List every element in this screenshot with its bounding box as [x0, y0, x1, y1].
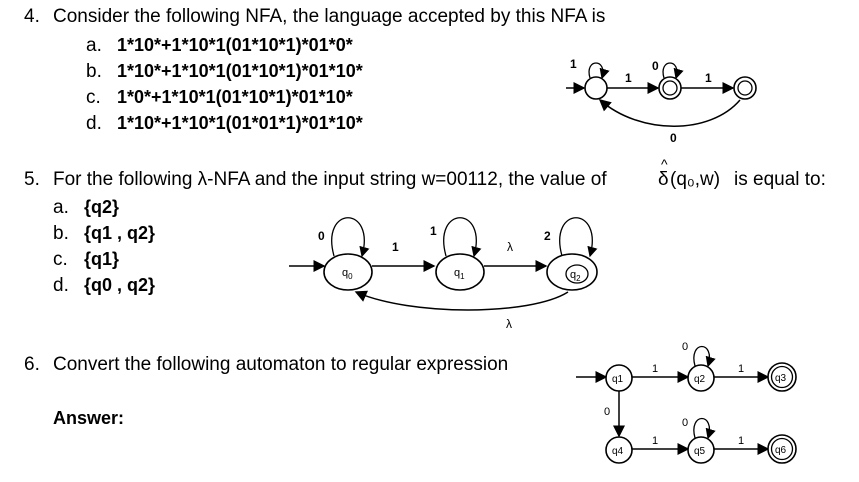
q5-option-d-text: {q0 , q2} [84, 275, 156, 295]
q6-state-q2 [687, 364, 715, 392]
q6-number: 6. [24, 354, 40, 375]
q4-state-3-outer [733, 76, 757, 100]
q4-option-b-text: 1*10*+1*10*1(01*10*1)*01*10* [117, 61, 363, 81]
q4-number: 4. [24, 6, 40, 27]
q4-loop-2 [662, 62, 684, 80]
q6-state-q3-label: q3 [775, 373, 787, 384]
q6-edge-q4-q5-label: 1 [652, 435, 658, 447]
q6-loop-q2 [693, 345, 716, 368]
q5-edge-q0-q1-label: 1 [392, 240, 399, 254]
q4-loop-1 [588, 62, 610, 80]
q4-state-2-inner [662, 80, 678, 96]
q4-edge-23-label: 1 [705, 71, 712, 85]
q5-option-d-letter: d. [53, 275, 69, 296]
q6-edge-q1-q2-label: 1 [652, 363, 658, 375]
q6-state-q4 [605, 436, 633, 464]
q4-text: Consider the following NFA, the language… [53, 6, 606, 27]
q5-text-post: is equal to: [734, 169, 826, 190]
q4-option-c-letter: c. [86, 87, 101, 108]
q6-edge-q1-q4-label: 0 [604, 406, 610, 418]
q5-loop-q2 [559, 217, 598, 258]
q4-option-d-text: 1*10*+1*10*1(01*01*1)*01*10* [117, 113, 363, 133]
q4-loop-1-label: 1 [570, 57, 577, 71]
q6-loop-q5 [693, 417, 716, 440]
q6-state-q3-inner [770, 365, 794, 389]
q6-state-q2-label: q2 [694, 374, 706, 385]
q5-loop-q1 [443, 217, 482, 258]
q5-option-a-letter: a. [53, 197, 69, 218]
q5-option-b-letter: b. [53, 223, 69, 244]
q6-state-q4-label: q4 [612, 446, 624, 457]
q5-edge-q1-q2-label: λ [507, 240, 513, 254]
q6-edge-q2-q3-label: 1 [738, 363, 744, 375]
q4-option-a-text: 1*10*+1*10*1(01*10*1)*01*0* [117, 35, 353, 55]
q5-option-a-text: {q2} [84, 197, 120, 217]
q6-text: Convert the following automaton to regul… [53, 354, 509, 375]
q5-state-q1-label: q1 [454, 267, 465, 281]
q4-option-a-letter: a. [86, 35, 102, 56]
q5-loop-q0 [331, 217, 370, 258]
q5-delta-arg: (q₀,w) [670, 169, 721, 190]
q4-loop-2-label: 0 [652, 59, 659, 73]
q5-text-pre: For the following λ-NFA and the input st… [53, 169, 607, 190]
q6-state-q5-label: q5 [694, 446, 706, 457]
q4-back-edge [598, 99, 741, 127]
q5-delta: δ [658, 169, 669, 190]
q5-number: 5. [24, 169, 40, 190]
q4-option-b-letter: b. [86, 61, 102, 82]
q5-back-edge-label: λ [506, 317, 512, 331]
q4-edge-12-label: 1 [625, 71, 632, 85]
q6-state-q6-label: q6 [775, 445, 787, 456]
q5-back-edge [354, 290, 569, 311]
q5-state-q2-inner [565, 264, 589, 284]
q6-state-q1-label: q1 [612, 374, 624, 385]
q5-option-b-text: {q1 , q2} [84, 223, 156, 243]
q5-loop-q0-label: 0 [318, 229, 325, 243]
answer-label: Answer: [53, 408, 125, 428]
q6-edge-q5-q6-label: 1 [738, 435, 744, 447]
q5-loop-q2-label: 2 [544, 229, 551, 243]
q5-state-q2-label: q2 [570, 269, 581, 283]
q5-option-c-letter: c. [53, 249, 68, 270]
q5-state-q0-label: q0 [342, 267, 353, 281]
q5-delta-hat: ^ [661, 156, 668, 172]
q4-state-3-inner [737, 80, 753, 96]
q4-option-c-text: 1*0*+1*10*1(01*10*1)*01*10* [117, 87, 353, 107]
q5-option-c-text: {q1} [84, 249, 120, 269]
q6-loop-q5-label: 0 [682, 417, 688, 429]
q5-loop-q1-label: 1 [430, 224, 437, 238]
q4-back-edge-label: 0 [670, 131, 677, 145]
q6-state-q5 [687, 436, 715, 464]
q6-loop-q2-label: 0 [682, 341, 688, 353]
q5-state-q1 [435, 253, 485, 291]
q6-state-q6-inner [770, 437, 794, 461]
q5-state-q0 [323, 253, 373, 291]
q4-option-d-letter: d. [86, 113, 102, 134]
